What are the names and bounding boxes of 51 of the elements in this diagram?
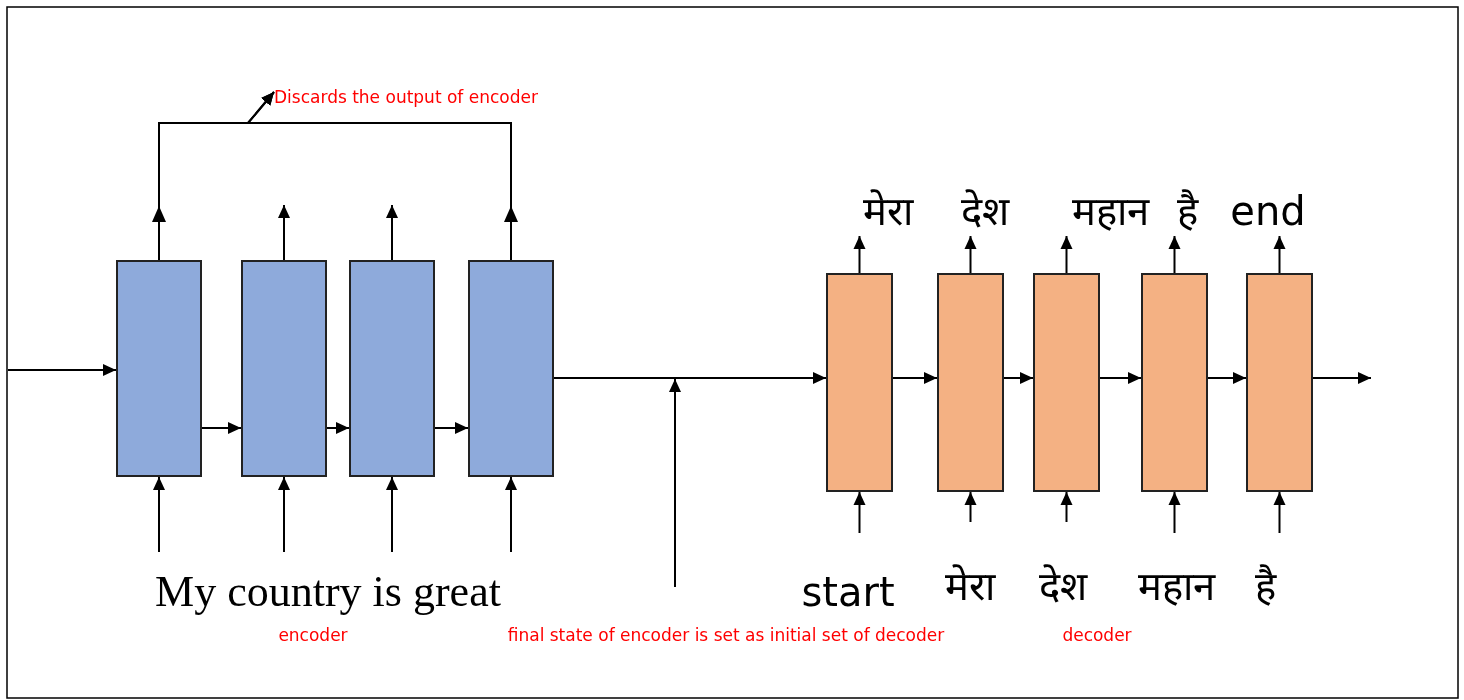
arrow [1273,235,1286,274]
input-word: मेरा [945,562,995,610]
output-word: है [1162,186,1212,236]
rnn-cell [1141,273,1208,492]
rnn-cell [349,260,435,477]
arrow [201,422,242,434]
arrow [1060,491,1073,523]
arrow [505,476,517,553]
output-word: महान [1060,186,1160,236]
arrow [278,204,290,261]
output-word: देश [946,186,1024,236]
arrow [553,372,827,384]
arrow [1003,372,1034,384]
rnn-cell [468,260,554,477]
arrow [853,235,866,274]
arrow [7,364,117,376]
rnn-cell [116,260,202,477]
input-word: है [1254,562,1276,610]
arrow [1168,235,1181,274]
arrow [892,372,938,384]
note-text: final state of encoder is set as initial set of decoder [507,625,945,646]
arrow [153,476,165,553]
section-label: decoder [1062,625,1132,646]
arrow [278,476,290,553]
arrow [434,422,469,434]
section-label: encoder [278,625,348,646]
output-word: end [1229,186,1307,236]
arrow [1207,372,1247,384]
rnn-cell [937,273,1004,492]
arrow [853,491,866,534]
arrow [386,476,398,553]
rnn-cell [241,260,327,477]
arrow [1273,491,1286,534]
output-word: मेरा [849,186,927,236]
bracket-arrow [245,91,518,261]
arrow [964,491,977,523]
arrow [964,235,977,274]
callout-text: Discards the output of encoder [274,84,538,110]
arrow [1312,372,1372,384]
rnn-cell [1033,273,1100,492]
input-word: महान [1137,562,1215,610]
arrow [386,204,398,261]
rnn-cell [1246,273,1313,492]
arrow [1168,491,1181,534]
input-sentence: My country is great [155,566,501,618]
rnn-cell [826,273,893,492]
arrow [1099,372,1142,384]
input-word: देश [1039,562,1087,610]
arrow [326,422,350,434]
arrow [1060,235,1073,274]
input-word: start [801,568,895,616]
